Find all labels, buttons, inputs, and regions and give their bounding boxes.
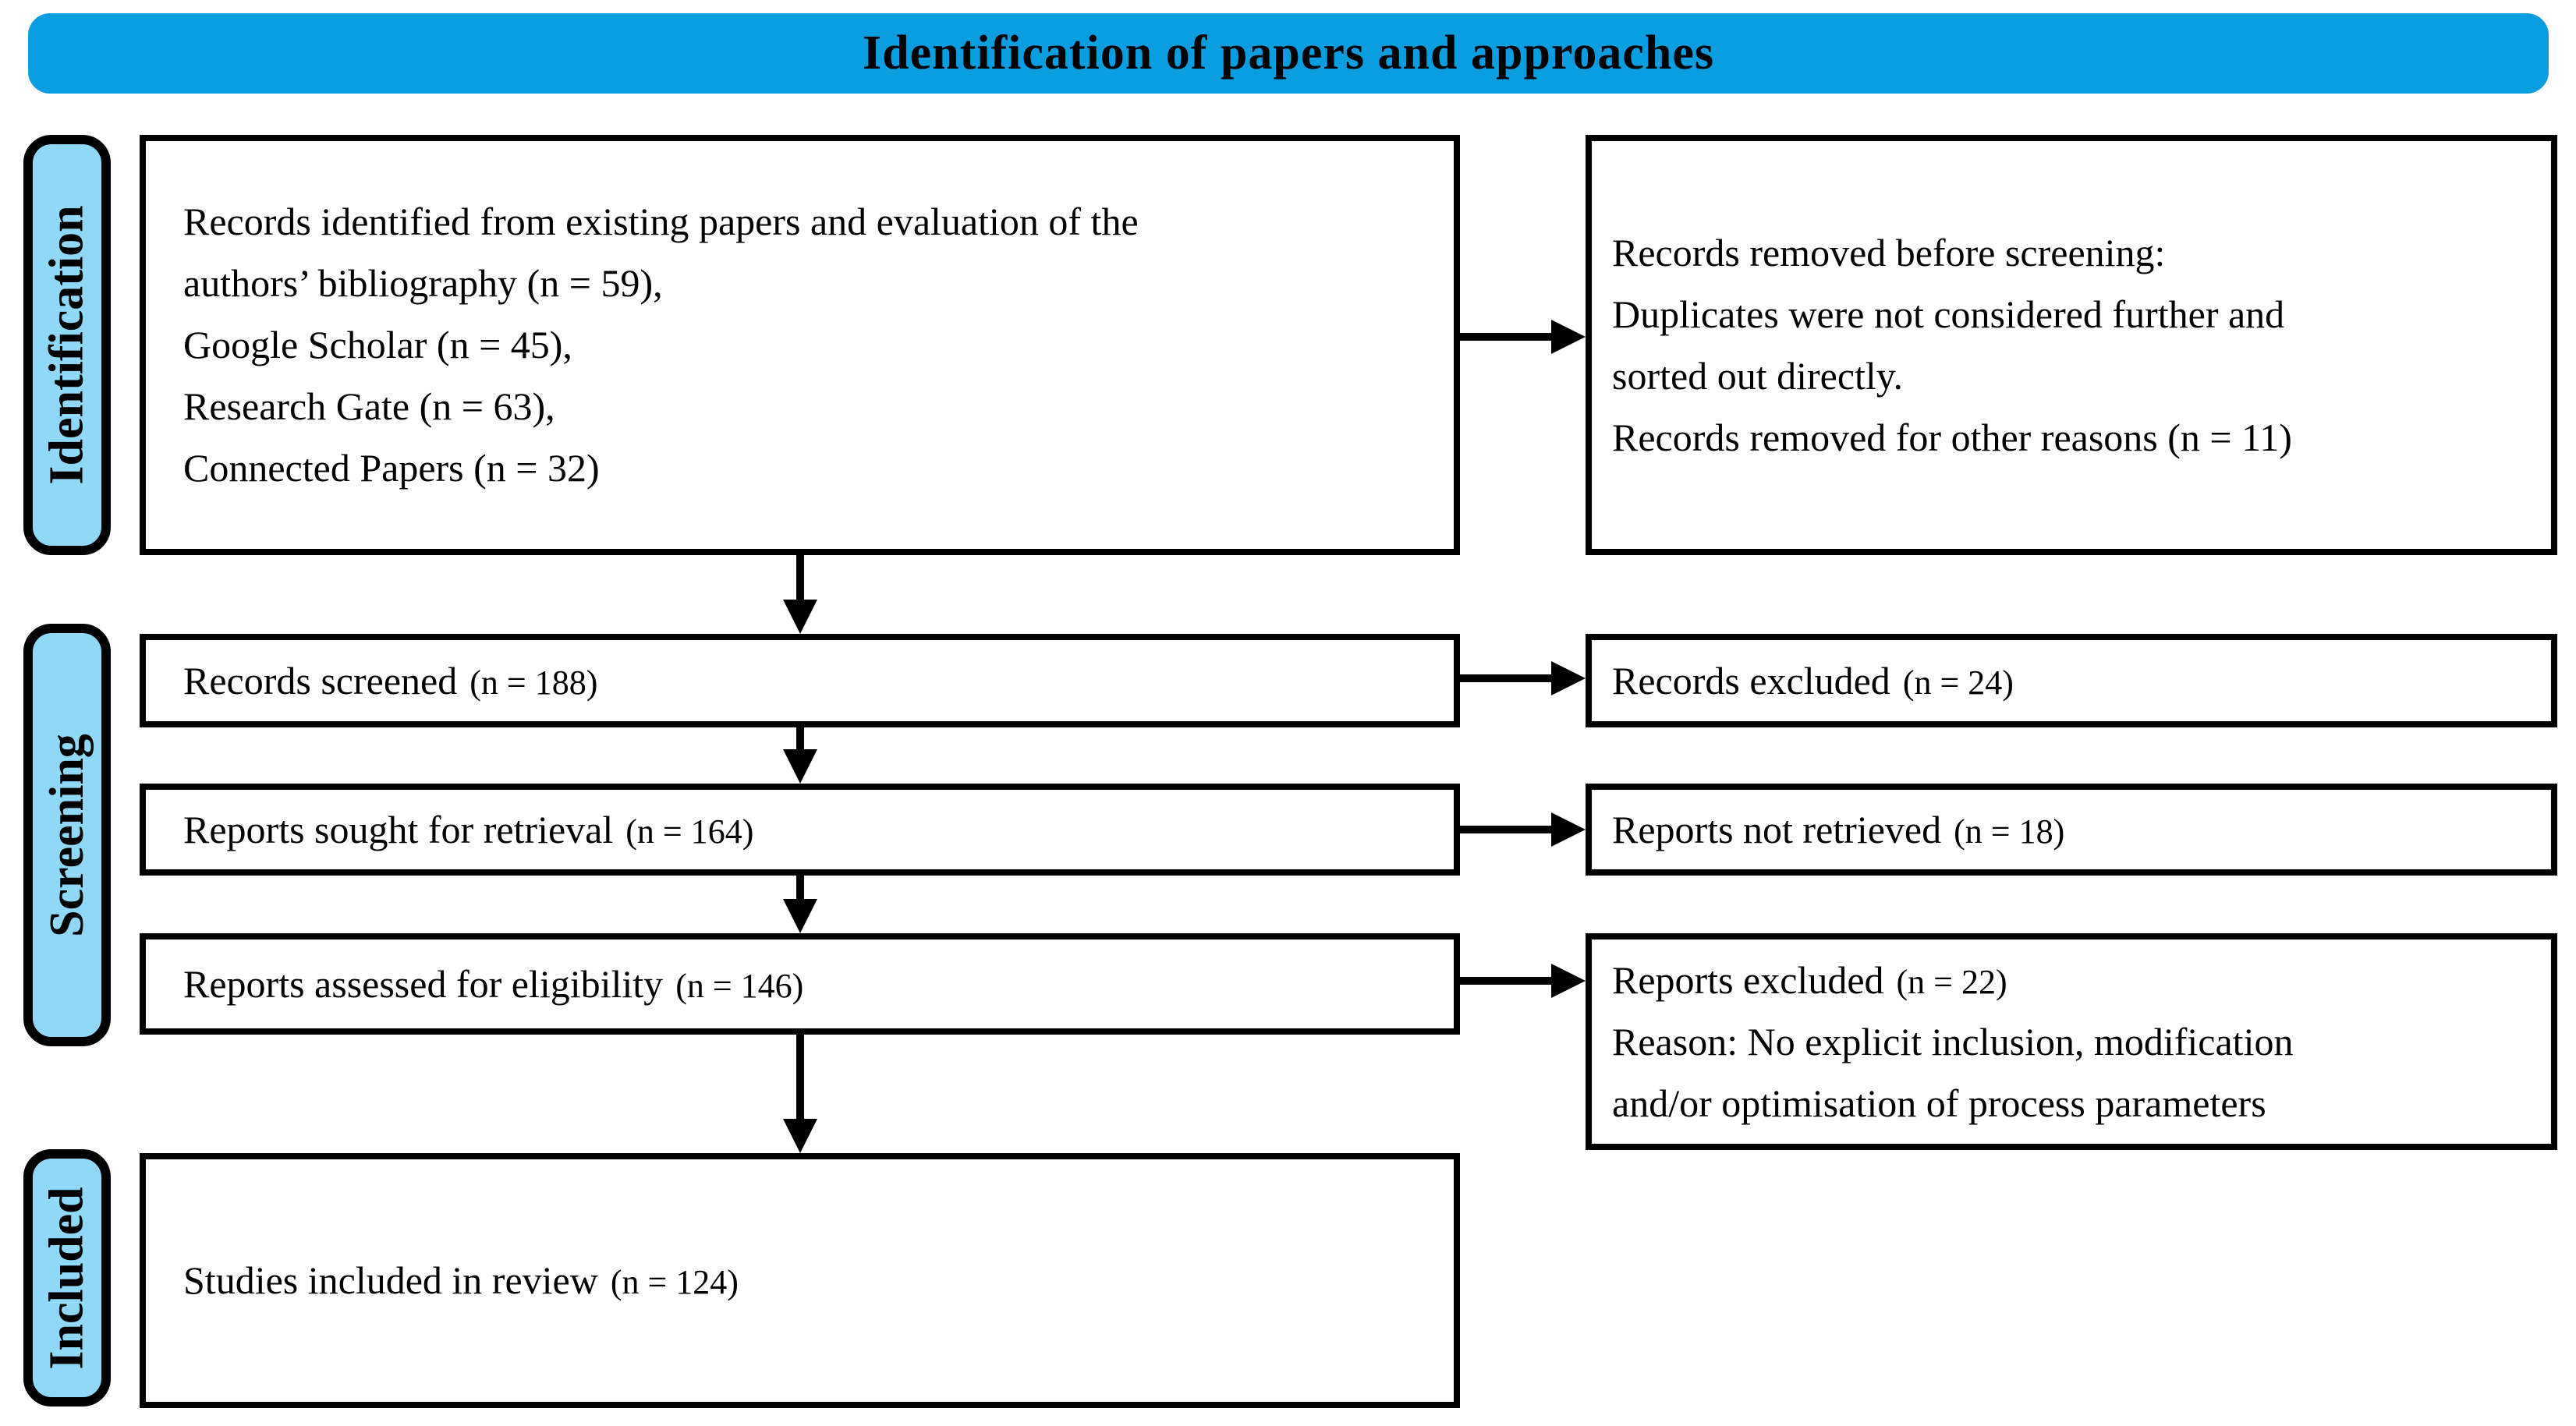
box-records-screened: Records screened (n = 188) xyxy=(140,634,1460,727)
text-line: sorted out directly. xyxy=(1612,353,1904,398)
box-label: Reports excluded xyxy=(1612,957,1884,1002)
box-label: Reports not retrieved xyxy=(1612,807,1942,851)
box-count: (n = 124) xyxy=(610,1263,739,1301)
text-line: and/or optimisation of process parameter… xyxy=(1612,1081,2266,1125)
box-records-identified: Records identified from existing papers … xyxy=(140,135,1460,555)
box-count: (n = 146) xyxy=(675,966,804,1005)
text-line: authors’ bibliography (n = 59), xyxy=(183,261,663,305)
box-label: Reports sought for retrieval xyxy=(183,807,614,851)
arrow-right-screened-to-excluded xyxy=(1458,661,1586,695)
text-line: Reason: No explicit inclusion, modificat… xyxy=(1612,1019,2294,1063)
diagram-title: Identification of papers and approaches xyxy=(863,27,1714,80)
text-line: Research Gate (n = 63), xyxy=(183,384,555,428)
arrow-down-screened-to-sought xyxy=(783,726,817,784)
arrow-down-assessed-to-included xyxy=(783,1033,817,1153)
title-banner: Identification of papers and approaches xyxy=(28,13,2549,94)
box-count: (n = 24) xyxy=(1902,663,2014,702)
arrow-right-sought-to-not-retrieved xyxy=(1458,812,1586,847)
box-label: Records screened xyxy=(183,658,458,702)
arrow-right-assessed-to-excluded xyxy=(1458,964,1586,998)
arrow-right-identified-to-removed xyxy=(1458,320,1586,354)
arrow-down-identified-to-screened xyxy=(783,554,817,634)
box-label: Studies included in review xyxy=(183,1258,598,1302)
box-reports-not-retrieved: Reports not retrieved (n = 18) xyxy=(1586,784,2557,876)
box-count: (n = 22) xyxy=(1896,962,2007,1001)
text-line: Duplicates were not considered further a… xyxy=(1612,292,2285,336)
text-line: Google Scholar (n = 45), xyxy=(183,323,572,366)
box-records-excluded: Records excluded (n = 24) xyxy=(1586,634,2557,727)
text-line: Records removed for other reasons (n = 1… xyxy=(1612,415,2292,459)
box-reports-excluded: Reports excluded (n = 22) Reason: No expl… xyxy=(1586,933,2557,1150)
text-line: Records removed before screening: xyxy=(1612,230,2166,274)
stage-label-identification: Identification xyxy=(23,135,111,555)
box-studies-included: Studies included in review (n = 124) xyxy=(140,1153,1460,1408)
box-label: Reports assessed for eligibility xyxy=(183,961,664,1006)
box-count: (n = 18) xyxy=(1954,812,2065,851)
stage-label-included: Included xyxy=(23,1149,111,1407)
box-label: Records excluded xyxy=(1612,658,1890,702)
text-line: Connected Papers (n = 32) xyxy=(183,446,600,490)
box-reports-sought: Reports sought for retrieval (n = 164) xyxy=(140,784,1460,876)
box-records-removed: Records removed before screening: Duplic… xyxy=(1586,135,2557,555)
text-line: Records identified from existing papers … xyxy=(183,200,1139,243)
box-count: (n = 188) xyxy=(469,663,598,702)
stage-label-screening: Screening xyxy=(23,624,111,1046)
box-reports-assessed: Reports assessed for eligibility (n = 146… xyxy=(140,933,1460,1035)
arrow-down-sought-to-assessed xyxy=(783,874,817,933)
box-count: (n = 164) xyxy=(625,812,754,851)
